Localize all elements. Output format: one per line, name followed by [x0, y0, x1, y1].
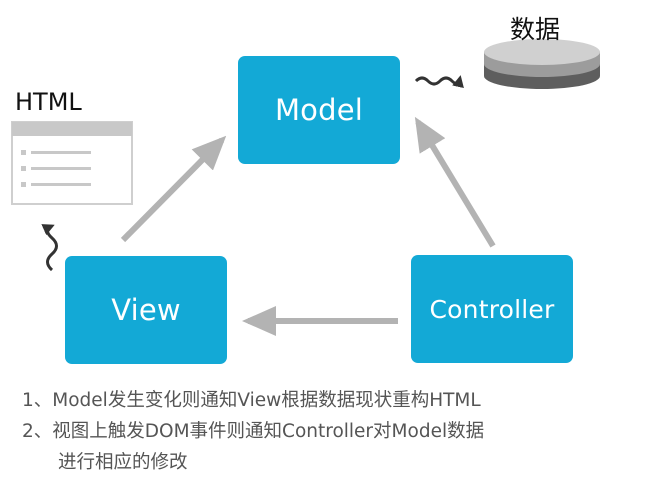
note-line-3: 进行相应的修改: [58, 452, 188, 473]
controller-label: Controller: [429, 294, 555, 324]
arrow-view-to-model: [120, 135, 227, 243]
view-box: View: [65, 256, 227, 364]
data-label: 数据: [510, 15, 561, 44]
controller-box: Controller: [411, 255, 573, 363]
model-label: Model: [274, 93, 364, 127]
html-label: HTML: [15, 88, 82, 116]
note-line-2: 2、视图上触发DOM事件则通知Controller对Model数据: [22, 421, 485, 442]
wavy-arrow-model-to-data: [414, 75, 464, 89]
html-document-icon: [11, 121, 133, 205]
view-label: View: [111, 293, 181, 327]
arrow-controller-to-model: [414, 116, 496, 248]
model-box: Model: [238, 56, 400, 164]
notes: 1、Model发生变化则通知View根据数据现状重构HTML 2、视图上触发DO…: [22, 385, 642, 478]
wavy-arrow-view-to-html: [41, 224, 58, 272]
database-icon: [484, 39, 600, 89]
note-line-1: 1、Model发生变化则通知View根据数据现状重构HTML: [22, 390, 481, 411]
